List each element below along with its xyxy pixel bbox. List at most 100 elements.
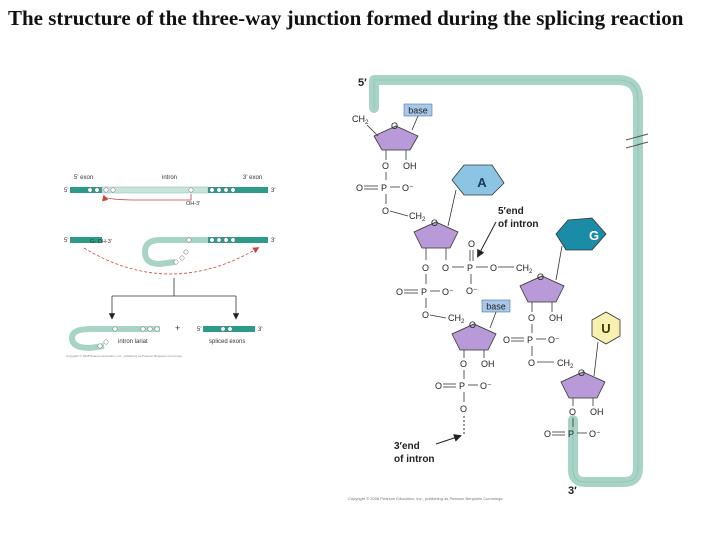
guanine-base [555, 217, 607, 251]
slide-title: The structure of the three-way junction … [8, 6, 684, 30]
break-marks [625, 133, 649, 149]
ribose-sugar-2 [413, 221, 459, 249]
nt-circle [147, 326, 153, 332]
nt-circle [103, 339, 109, 345]
row2-oh3: G- OH-3' [90, 239, 112, 245]
nt-circle [223, 237, 229, 243]
nt-circle [110, 187, 116, 193]
nt-circle [230, 187, 236, 193]
ribose-sugar-4 [560, 371, 606, 399]
nt-circle [179, 255, 185, 261]
label-3-exon: 3' exon [243, 175, 262, 181]
row2-exon3 [208, 237, 268, 243]
row3-3prime: 3' [258, 327, 262, 333]
uracil-label: U [601, 321, 610, 336]
five-prime-end: 5′ [358, 77, 367, 89]
splicing-schematic: 5' exon intron 3' exon 5' 3' OH-3' 5' G-… [64, 175, 275, 358]
oh-2prime-3: OH [549, 313, 563, 323]
ch2-1: CH2 [352, 114, 369, 126]
p4-o-link: O [528, 358, 535, 368]
p2-o-minus: O⁻ [466, 286, 478, 296]
row2-lariat-loop [141, 237, 210, 268]
p1-o-link: O [382, 206, 389, 216]
pointer-5end-intron [477, 221, 497, 258]
branch-lines [112, 278, 236, 297]
row2-3prime: 3' [271, 238, 275, 244]
o-3prime-3: O [528, 313, 535, 323]
adenine-label: A [477, 175, 487, 190]
p6-p: P [459, 381, 465, 391]
nt-circle [140, 326, 146, 332]
p6-o-double: O [435, 381, 442, 391]
ch2-2: CH2 [409, 211, 426, 223]
ribose-sugar-3 [519, 275, 565, 303]
label-spliced-exons: spliced exons [209, 339, 245, 345]
row1-5prime: 5' [64, 188, 68, 194]
uracil-base [591, 311, 621, 345]
lariat-product [68, 326, 160, 352]
nt-circle [216, 187, 222, 193]
p5-o-minus: O⁻ [589, 429, 601, 439]
bond [447, 189, 457, 227]
nt-circle [216, 237, 222, 243]
oh-2prime-5: OH [481, 359, 495, 369]
nt-circle [94, 187, 100, 193]
oh-2prime-1: OH [403, 161, 417, 171]
row2-ligation-arrow [83, 247, 260, 275]
bond [411, 115, 419, 131]
bond [366, 124, 379, 137]
structure-copyright: Copyright © 2008 Pearson Education, Inc.… [348, 496, 503, 501]
ring-o-3: O [537, 272, 544, 282]
label-5end-intron-1: 5′end [498, 206, 524, 217]
nt-circle [154, 326, 160, 332]
nt-circle [173, 259, 179, 265]
row2-exon5 [70, 237, 102, 243]
p6-o-end: O [460, 404, 467, 414]
nt-circle [220, 326, 226, 332]
nt-circle [230, 237, 236, 243]
p6-o-minus: O⁻ [480, 381, 492, 391]
pointer-3end-intron [435, 434, 462, 445]
p2-o-double: O [468, 239, 475, 249]
p3-o-minus: O⁻ [442, 287, 454, 297]
adenine-base [451, 164, 505, 196]
row1-exon5 [70, 187, 102, 193]
p5-o-double: O [544, 429, 551, 439]
p4-o-double: O [503, 335, 510, 345]
nt-circle [183, 249, 189, 255]
label-5-exon: 5' exon [74, 175, 93, 181]
nt-circle [112, 326, 118, 332]
row1-3prime: 3' [271, 188, 275, 194]
nt-circle [186, 237, 192, 243]
three-prime-end: 3′ [568, 485, 577, 497]
p3-p: P [421, 287, 427, 297]
p2-p: P [467, 263, 473, 273]
label-5end-intron-2: of intron [498, 219, 539, 230]
base-tag-1-label: base [408, 106, 428, 116]
ring-o-5: O [469, 320, 476, 330]
guanine-label: G [589, 228, 599, 243]
nt-circle [209, 237, 215, 243]
ch2-4: CH2 [557, 358, 574, 370]
nt-circle [209, 187, 215, 193]
o-3prime-5: O [460, 359, 467, 369]
nt-circle [103, 187, 109, 193]
nt-circle [223, 187, 229, 193]
bond [555, 245, 563, 281]
p1-o-double: O [356, 183, 363, 193]
oh-2prime-4: OH [590, 407, 604, 417]
p1-o-minus: O⁻ [402, 183, 414, 193]
nt-circle [87, 187, 93, 193]
schematic-caption: Copyright © 2008 Pearson Education, Inc.… [66, 354, 183, 358]
ring-o-2: O [431, 218, 438, 228]
p4-p: P [527, 335, 533, 345]
p4-o-minus: O⁻ [548, 335, 560, 345]
ribose-sugar-5 [451, 323, 497, 351]
plus-sign: + [175, 323, 180, 333]
nt-circle [188, 187, 194, 193]
row1-attack-arrow [102, 194, 192, 202]
p3-o-link: O [422, 310, 429, 320]
label-intron: intron [162, 175, 177, 181]
bond [389, 210, 409, 217]
